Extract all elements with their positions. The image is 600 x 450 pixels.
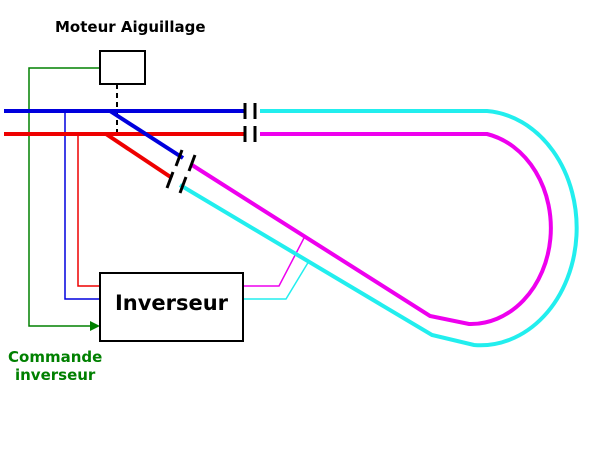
inverter-box	[99, 272, 244, 342]
loop-rail-cyan	[178, 109, 579, 348]
diverging-rail-blue	[108, 109, 185, 160]
motor-box	[99, 50, 146, 85]
command-wire	[28, 67, 100, 327]
command-label-line1: Commande	[8, 348, 103, 366]
insulating-gap-bottom	[243, 126, 257, 142]
blue-feeder-wire	[64, 111, 100, 300]
command-label: Commande inverseur	[8, 348, 102, 384]
insulating-gap-diverging-upper	[174, 149, 197, 172]
insulating-gap-top	[243, 103, 257, 119]
cyan-output-wire	[243, 260, 310, 300]
motor-label: Moteur Aiguillage	[55, 18, 206, 36]
command-arrowhead	[90, 321, 100, 331]
diverging-rail-red	[104, 132, 174, 180]
loop-rail-magenta	[190, 132, 553, 327]
insulating-gap-diverging-lower	[165, 171, 188, 194]
red-feeder-wire	[77, 134, 100, 287]
command-label-line2: inverseur	[14, 366, 96, 384]
magenta-output-wire	[243, 237, 305, 287]
inverter-label: Inverseur	[114, 291, 229, 315]
